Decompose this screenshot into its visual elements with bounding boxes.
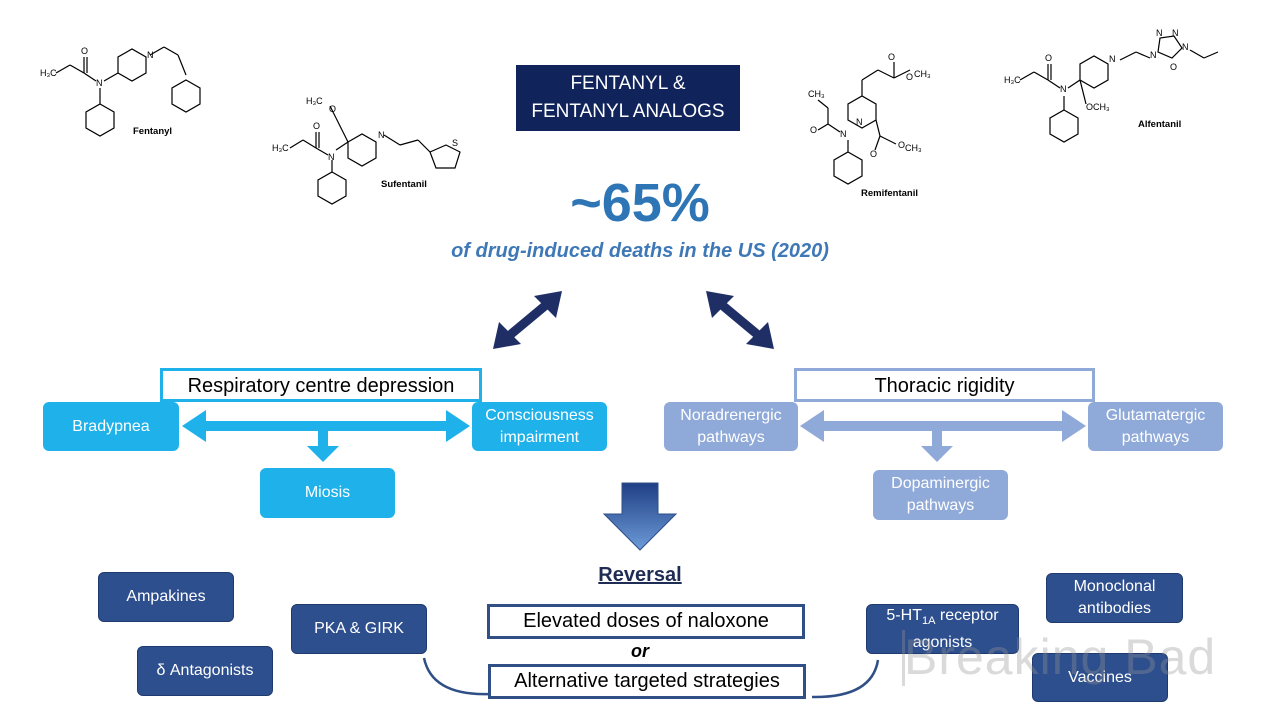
svg-text:N: N — [1109, 54, 1116, 64]
glutamatergic-line-2: pathways — [1121, 428, 1190, 446]
or-connector: or — [631, 641, 649, 661]
svg-text:N: N — [147, 50, 154, 60]
svg-text:N: N — [328, 152, 335, 162]
svg-text:O: O — [329, 104, 336, 114]
svg-text:O: O — [810, 125, 817, 135]
svg-text:H₃C: H₃C — [1004, 75, 1021, 85]
miosis-box: Miosis — [260, 468, 395, 518]
glutamatergic-line-1: Glutamatergic — [1105, 406, 1206, 424]
cyan-double-arrow-icon — [182, 410, 470, 462]
5ht1a-prefix: 5-HT — [886, 606, 922, 624]
sufentanil-structure — [289, 105, 461, 205]
svg-text:H₃C: H₃C — [272, 143, 289, 153]
death-caption: of drug-induced deaths in the US (2020) — [451, 240, 829, 262]
svg-text:N: N — [1182, 42, 1189, 52]
ampakines-box: Ampakines — [98, 572, 234, 622]
svg-text:N: N — [840, 129, 847, 139]
pka-girk-box: PKA & GIRK — [291, 604, 427, 654]
double-arrow-left-icon — [493, 291, 562, 349]
reversal-heading: Reversal — [598, 564, 682, 586]
monoclonal-antibodies-box: Monoclonal antibodies — [1046, 573, 1183, 623]
svg-text:O: O — [906, 72, 913, 82]
svg-text:O: O — [313, 121, 320, 131]
svg-text:O: O — [1045, 53, 1052, 63]
svg-text:O: O — [1170, 62, 1177, 72]
glutamatergic-box: Glutamatergic pathways — [1088, 402, 1223, 451]
remifentanil-label: Remifentanil — [861, 188, 918, 199]
respiratory-title-box: Respiratory centre depression — [160, 368, 482, 402]
curve-right-connector — [811, 659, 880, 699]
svg-text:N: N — [96, 78, 103, 88]
sufentanil-label: Sufentanil — [381, 179, 427, 190]
consciousness-line-2: impairment — [499, 428, 580, 446]
fentanyl-label: Fentanyl — [133, 126, 172, 137]
5ht1a-line-2: agonists — [912, 634, 973, 652]
svg-text:H₃C: H₃C — [306, 96, 323, 106]
dopaminergic-line-1: Dopaminergic — [891, 475, 990, 492]
vaccines-box: Vaccines — [1032, 653, 1168, 702]
monoclonal-line-1: Monoclonal — [1073, 578, 1156, 595]
5ht1a-suffix: receptor — [935, 606, 999, 624]
remifentanil-structure — [817, 62, 911, 185]
svg-text:O: O — [898, 140, 905, 150]
svg-text:S: S — [452, 138, 458, 148]
svg-text:N: N — [378, 130, 385, 140]
alternative-strategies-box: Alternative targeted strategies — [488, 664, 806, 699]
svg-text:O: O — [81, 46, 88, 56]
dopaminergic-line-2: pathways — [906, 497, 975, 514]
svg-text:CH₃: CH₃ — [914, 69, 931, 79]
5ht1a-subscript: 1A — [921, 615, 936, 628]
svg-text:N: N — [1060, 84, 1067, 94]
monoclonal-line-2: antibodies — [1078, 600, 1151, 617]
breaking-bad-watermark: Breaking Bad — [904, 629, 1217, 685]
naloxone-box: Elevated doses of naloxone — [487, 604, 805, 639]
5ht1a-line-1: 5-HT1A receptor — [886, 605, 998, 632]
svg-text:CH₃: CH₃ — [905, 143, 922, 153]
double-arrow-right-icon — [706, 291, 774, 349]
delta-antagonists-box: δ Antagonists — [137, 646, 273, 696]
thoracic-title-box: Thoracic rigidity — [794, 368, 1095, 402]
light-double-arrow-icon — [800, 410, 1086, 462]
consciousness-line-1: Consciousness — [485, 406, 594, 424]
svg-text:N: N — [856, 117, 863, 127]
alfentanil-structure — [1019, 35, 1219, 143]
svg-text:N: N — [1150, 50, 1157, 60]
svg-text:CH₃: CH₃ — [808, 89, 825, 99]
svg-text:O: O — [888, 52, 895, 62]
big-down-arrow-icon — [602, 482, 678, 551]
curve-left-connector — [422, 657, 491, 696]
noradrenergic-box: Noradrenergic pathways — [664, 402, 798, 451]
dopaminergic-box: Dopaminergic pathways — [873, 470, 1008, 520]
fentanyl-structure — [55, 46, 201, 137]
noradrenergic-line-1: Noradrenergic — [680, 406, 782, 424]
svg-text:OCH₃: OCH₃ — [1086, 102, 1110, 112]
bradypnea-box: Bradypnea — [43, 402, 179, 451]
alfentanil-label: Alfentanil — [1138, 119, 1181, 130]
title-box: FENTANYL & FENTANYL ANALOGS — [516, 65, 740, 131]
5ht1a-agonists-box: 5-HT1A receptor agonists — [866, 604, 1019, 654]
title-line-2: FENTANYL ANALOGS — [531, 101, 725, 122]
watermark-bar — [902, 630, 905, 686]
svg-text:N: N — [1172, 28, 1179, 38]
svg-text:N: N — [1156, 28, 1163, 38]
title-line-1: FENTANYL & — [570, 73, 686, 94]
death-percentage: ~65% — [570, 173, 710, 233]
consciousness-box: Consciousness impairment — [472, 402, 607, 451]
svg-text:H₃C: H₃C — [40, 68, 57, 78]
svg-text:O: O — [870, 149, 877, 159]
noradrenergic-line-2: pathways — [697, 428, 765, 446]
